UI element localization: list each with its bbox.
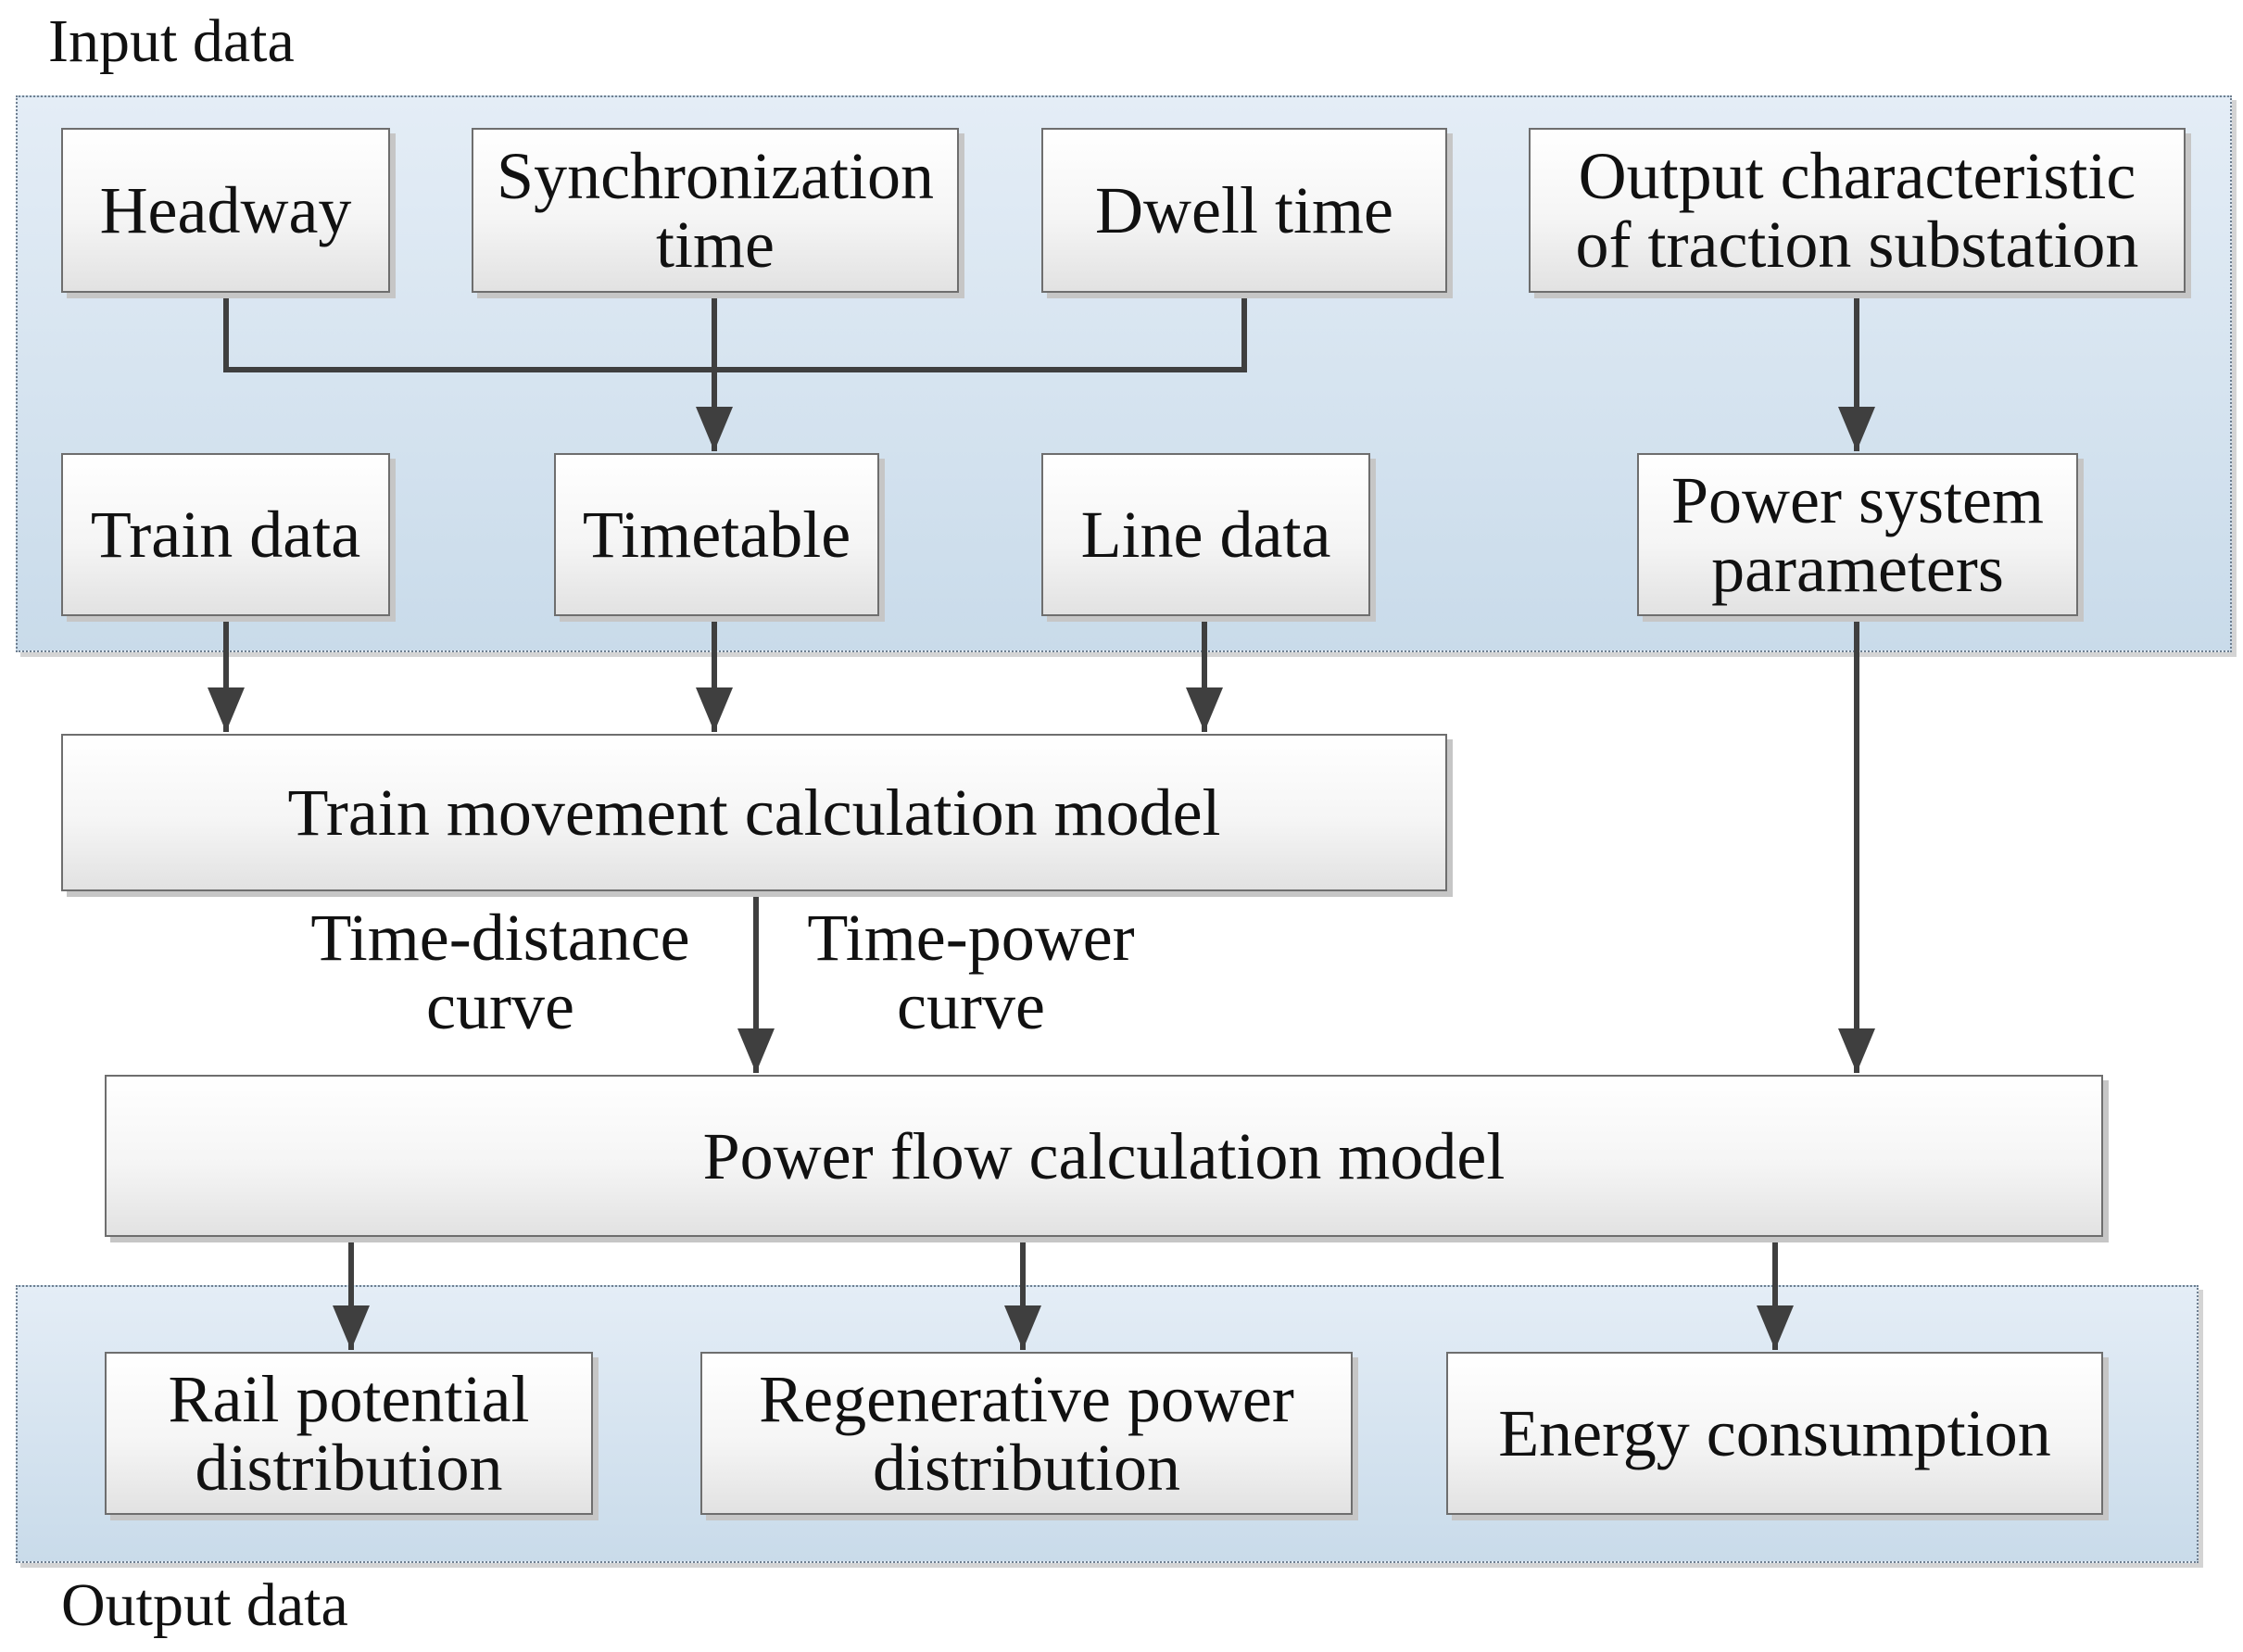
train-data-box: Train data: [61, 453, 390, 616]
dwell-time-text: Dwell time: [1095, 173, 1393, 247]
output-characteristic-text: Output characteristic of traction substa…: [1575, 139, 2139, 282]
line-data-box: Line data: [1041, 453, 1370, 616]
rail-potential-text: Rail potential distribution: [168, 1362, 530, 1505]
synchronization-time-text: Synchronization time: [497, 139, 934, 282]
synchronization-time-box: Synchronization time: [472, 128, 959, 293]
timetable-text: Timetable: [582, 498, 851, 572]
train-movement-model-text: Train movement calculation model: [287, 776, 1221, 850]
regenerative-power-text: Regenerative power distribution: [759, 1362, 1294, 1505]
power-flow-model-text: Power flow calculation model: [702, 1118, 1506, 1193]
output-characteristic-box: Output characteristic of traction substa…: [1529, 128, 2186, 293]
timetable-box: Timetable: [554, 453, 879, 616]
input-data-label: Input data: [48, 7, 295, 75]
dwell-time-box: Dwell time: [1041, 128, 1447, 293]
energy-consumption-text: Energy consumption: [1498, 1396, 2051, 1470]
time-power-curve-label: Time-power curve: [807, 901, 1135, 1043]
headway-connector: [223, 293, 1247, 372]
line-data-text: Line data: [1080, 498, 1331, 572]
train-movement-model-box: Train movement calculation model: [61, 734, 1447, 891]
time-distance-curve-label: Time-distance curve: [310, 901, 690, 1043]
energy-consumption-box: Energy consumption: [1446, 1352, 2103, 1515]
headway-box: Headway: [61, 128, 390, 293]
output-data-label: Output data: [61, 1571, 348, 1639]
power-system-parameters-box: Power system parameters: [1637, 453, 2078, 616]
rail-potential-box: Rail potential distribution: [105, 1352, 593, 1515]
power-system-parameters-text: Power system parameters: [1671, 463, 2044, 606]
headway-text: Headway: [99, 173, 352, 247]
power-flow-model-box: Power flow calculation model: [105, 1075, 2103, 1237]
regenerative-power-box: Regenerative power distribution: [700, 1352, 1353, 1515]
train-data-text: Train data: [90, 498, 361, 572]
